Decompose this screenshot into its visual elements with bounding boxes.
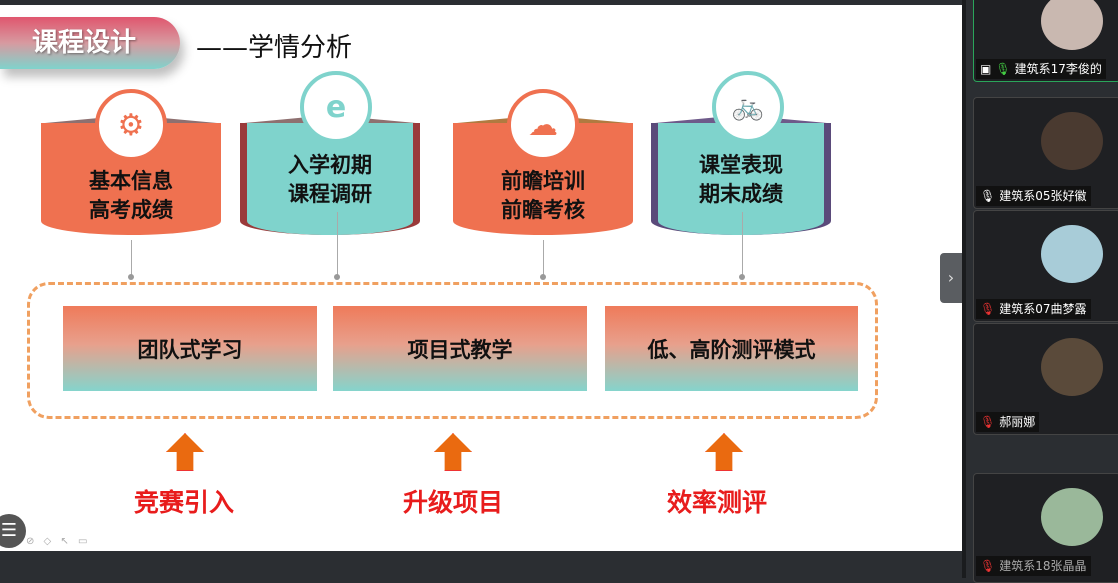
e-apple-icon: e [300,71,372,143]
outcome-upgrade: 升级项目 [403,488,504,517]
participant-tile[interactable]: 🎙郝丽娜 [973,323,1118,435]
microphone-icon: 🎙 [980,189,996,203]
card-line: 基本信息 [89,169,173,193]
microphone-icon: 🎙 [995,62,1011,76]
outcome-efficiency: 效率测评 [667,488,768,517]
avatar [1041,338,1103,396]
participant-tile[interactable]: 🎙建筑系18张晶晶 [973,473,1118,583]
card-line: 前瞻培训 [501,169,585,193]
connector-dot [334,274,340,280]
code-gear-icon: ⚙ [95,89,167,161]
participant-tile[interactable]: 🎙建筑系05张好徽 [973,97,1118,209]
method-project-teaching: 项目式教学 [333,306,587,391]
method-assessment: 低、高阶测评模式 [605,306,858,391]
card-line: 课堂表现 [699,153,783,177]
up-arrow-icon [705,433,743,471]
up-arrow-icon [166,433,204,471]
card-line: 前瞻考核 [501,198,585,222]
connector-dot [128,274,134,280]
avatar [1041,0,1103,50]
panel-scrollbar[interactable] [962,0,966,578]
card-line: 高考成绩 [89,198,173,222]
participant-name: 建筑系18张晶晶 [999,559,1087,573]
methods-group [27,282,878,419]
microphone-muted-icon: 🎙 [980,415,996,429]
participant-tile[interactable]: ▣🎙建筑系17李俊的 [973,0,1118,82]
connector-dot [739,274,745,280]
connector-dot [540,274,546,280]
cloud-download-icon: ☁ [507,89,579,161]
participant-name: 郝丽娜 [999,415,1036,429]
participant-name: 建筑系05张好徽 [999,189,1087,203]
microphone-muted-icon: 🎙 [980,302,996,316]
participant-name: 建筑系17李俊的 [1014,62,1102,76]
bicycle-icon: 🚲 [712,71,784,143]
slide-menu-button[interactable]: ☰ [0,514,26,548]
up-arrow-icon [434,433,472,471]
participant-tile[interactable]: 🎙建筑系07曲梦露 [973,210,1118,322]
expand-panel-button[interactable]: › [940,253,962,303]
presentation-slide: 课程设计 ——学情分析 基本信息高考成绩 入学初期课程调研 前瞻培训前瞻考核 课… [0,5,962,551]
card-line: 期末成绩 [699,182,783,206]
avatar [1041,488,1103,546]
avatar [1041,225,1103,283]
card-line: 课程调研 [288,182,372,206]
card-basic-info: 基本信息高考成绩 [41,115,221,235]
card-line: 入学初期 [288,153,372,177]
participant-name: 建筑系07曲梦露 [999,302,1087,316]
annotation-tools[interactable]: ⊘ ◇ ↖ ▭ [26,536,91,547]
screen-share-icon: ▣ [980,62,992,76]
avatar [1041,112,1103,170]
microphone-muted-icon: 🎙 [980,559,996,573]
outcome-competition: 竞赛引入 [134,488,235,517]
method-team-learning: 团队式学习 [63,306,317,391]
section-badge: 课程设计 [0,17,180,69]
slide-subtitle: ——学情分析 [196,33,353,63]
